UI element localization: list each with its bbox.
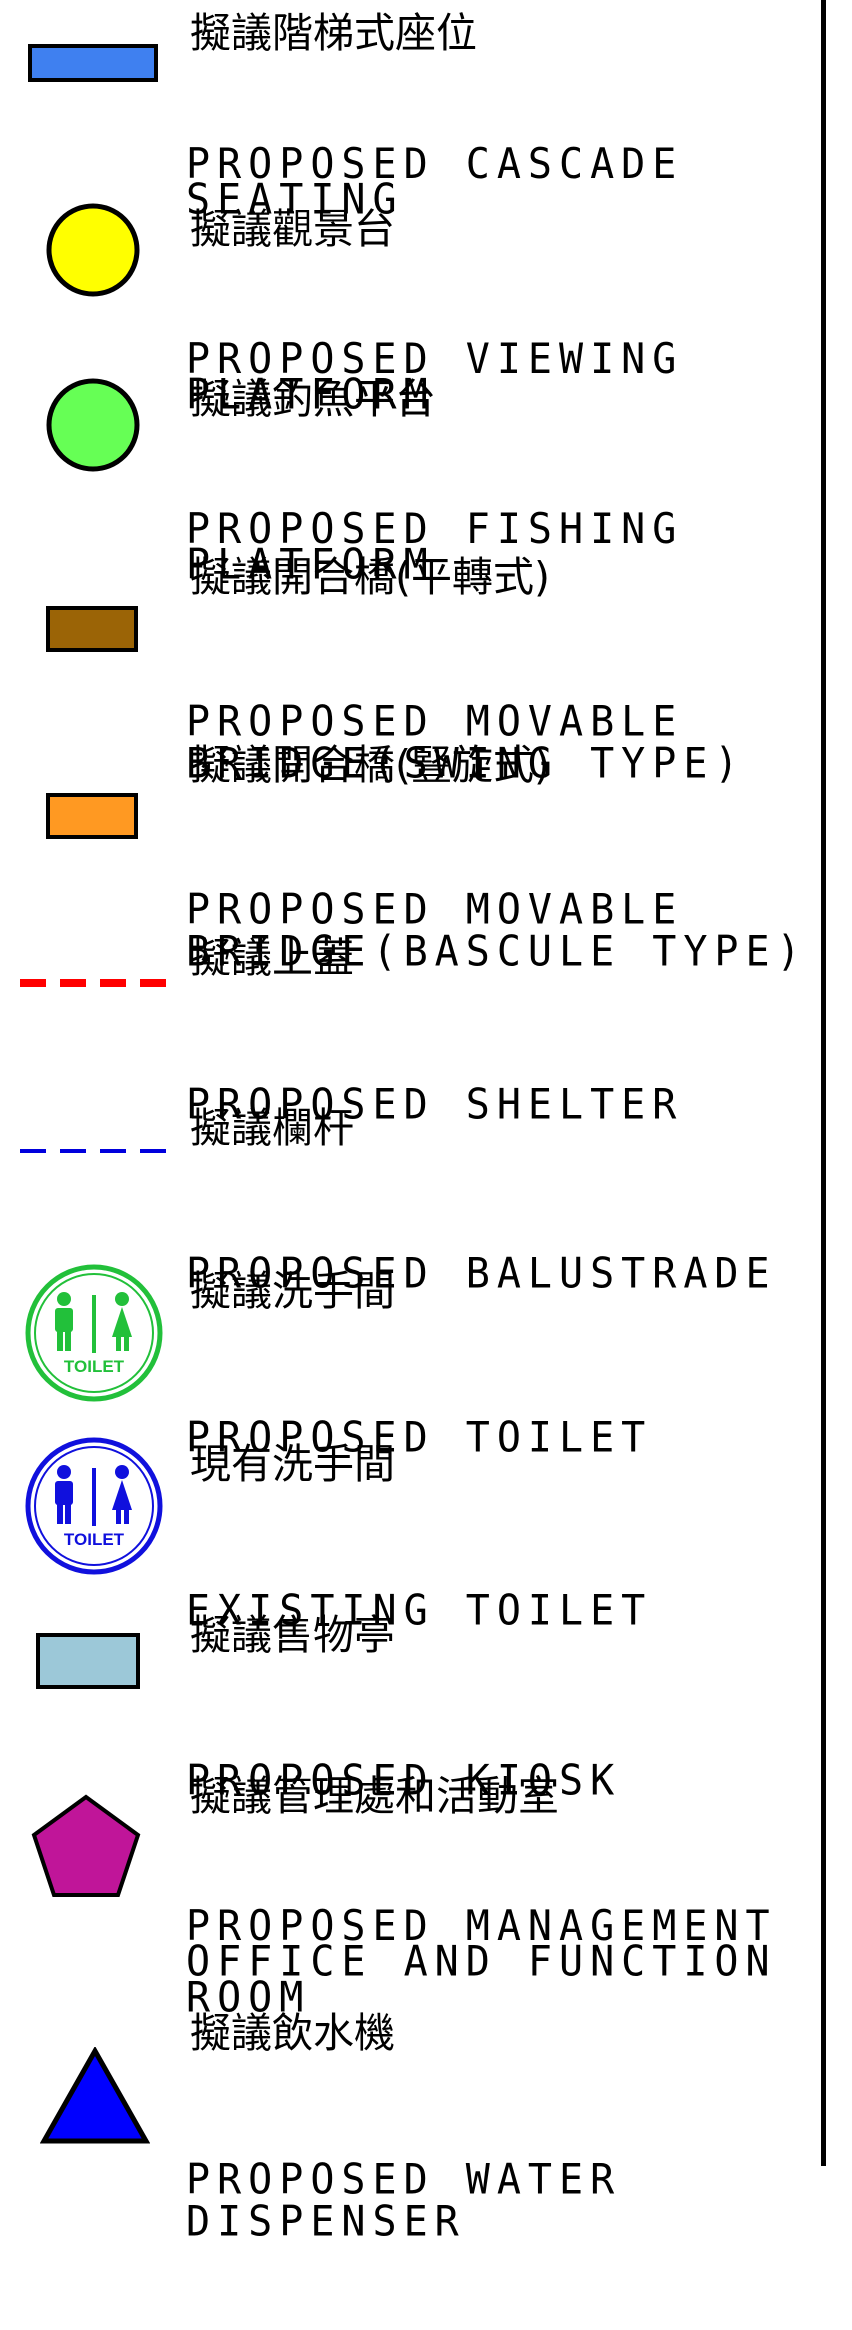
green-toilet-icon: TOILET — [25, 1264, 163, 1402]
legend-label-zh: 擬議售物亭 — [190, 1611, 395, 1659]
legend-item-shelter: 擬議上蓋 PROPOSED SHELTER — [0, 925, 815, 1126]
legend-label-zh: 擬議階梯式座位 — [190, 9, 477, 57]
legend-label-zh: 擬議觀景台 — [190, 205, 395, 253]
blue-rect-swatch — [28, 44, 158, 82]
legend-label-en: EXISTING TOILET — [186, 1586, 653, 1636]
lightblue-rect-swatch — [36, 1633, 140, 1689]
legend-label-zh: 擬議開合橋(平轉式) — [190, 553, 550, 601]
legend-label-zh: 擬議飲水機 — [190, 2009, 395, 2057]
orange-rect-swatch — [46, 793, 138, 839]
legend-label-zh: 擬議釣魚平台 — [190, 375, 436, 423]
legend-label-zh: 擬議上蓋 — [190, 934, 354, 982]
blue-toilet-icon: TOILET — [25, 1437, 163, 1575]
legend-label-zh: 擬議欄杆 — [190, 1104, 354, 1152]
magenta-pentagon-symbol — [31, 1794, 141, 1897]
svg-text:TOILET: TOILET — [64, 1530, 125, 1549]
blue-triangle-symbol — [40, 2047, 150, 2144]
yellow-circle-symbol — [46, 203, 140, 297]
blue-dashed-line-symbol — [20, 1149, 170, 1153]
legend-label-zh: 擬議洗手間 — [190, 1267, 395, 1315]
legend-item-kiosk: 擬議售物亭 PROPOSED KIOSK — [0, 1610, 815, 1802]
legend-label-en: PROPOSED TOILET — [186, 1413, 653, 1463]
svg-text:TOILET: TOILET — [64, 1357, 125, 1376]
legend-item-proposed-toilet: TOILET 擬議洗手間 PROPOSED TOILET — [0, 1255, 815, 1459]
legend-label-zh: 擬議開合橋(豎旋式) — [190, 741, 550, 789]
legend-item-existing-toilet: TOILET 現有洗手間 EXISTING TOILET — [0, 1428, 815, 1632]
legend-label-en: PROPOSED BALUSTRADE — [186, 1249, 777, 1299]
legend-label-zh: 擬議管理處和活動室 — [190, 1772, 559, 1820]
legend-item-balustrade: 擬議欄杆 PROPOSED BALUSTRADE — [0, 1095, 815, 1295]
brown-rect-swatch — [46, 606, 138, 652]
legend-label-en: PROPOSED KIOSK — [186, 1756, 622, 1806]
legend-label-en: PROPOSED SHELTER — [186, 1080, 684, 1130]
legend-border-line — [821, 0, 826, 2166]
green-circle-symbol — [46, 378, 140, 472]
red-dashed-line-symbol — [20, 979, 170, 987]
legend-label-zh: 現有洗手間 — [190, 1440, 395, 1488]
